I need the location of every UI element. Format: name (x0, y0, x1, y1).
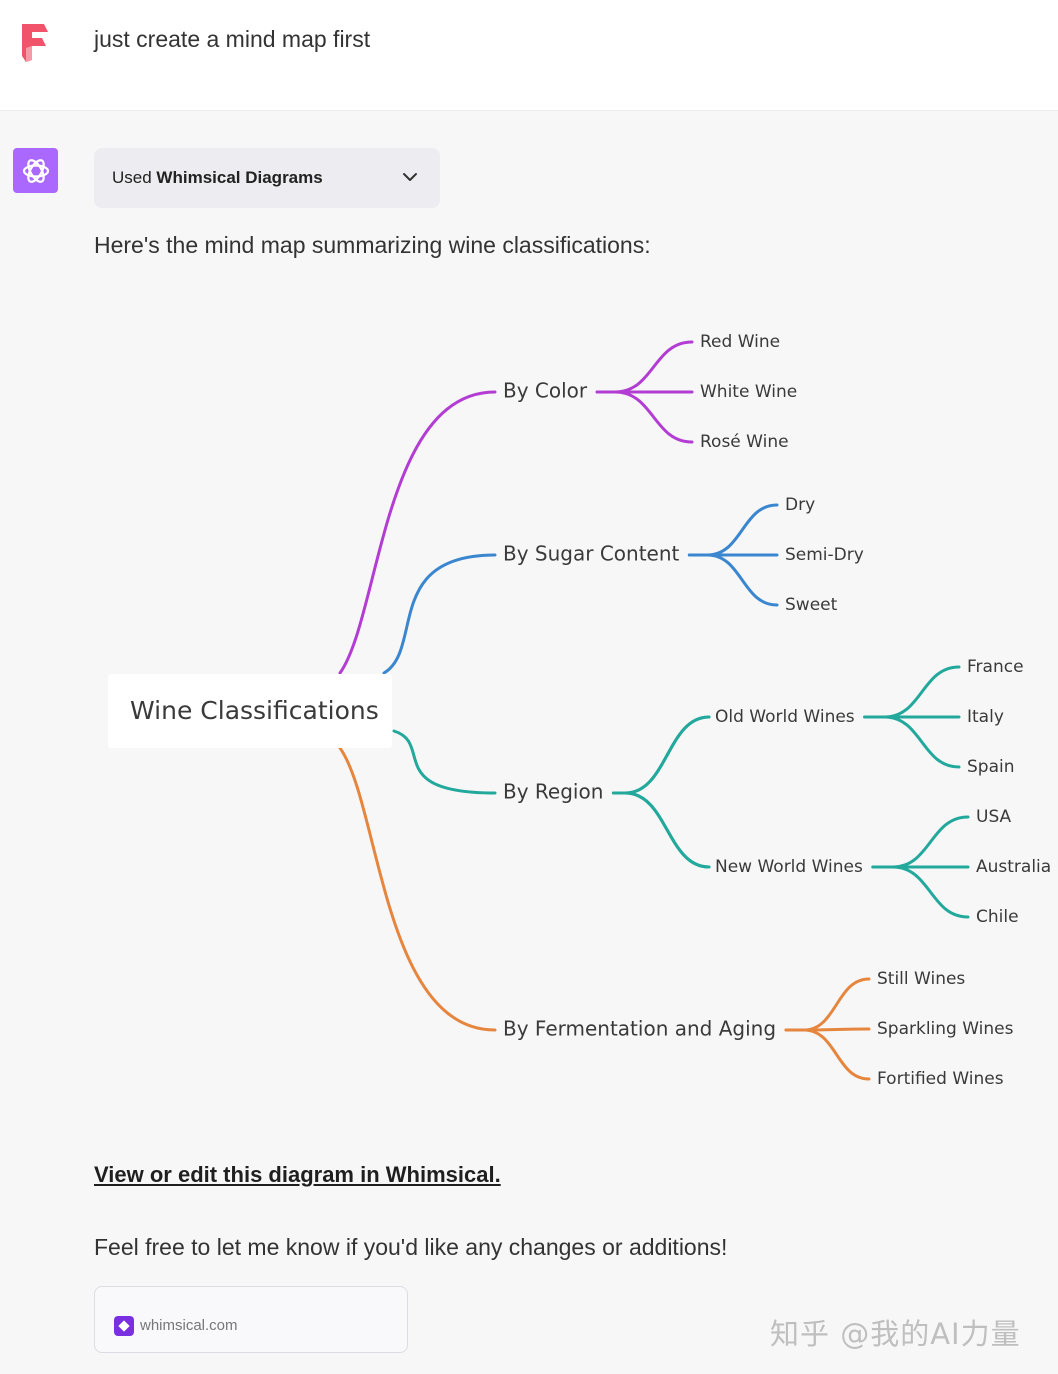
mind-map-link (891, 815, 970, 869)
mind-map-branch: By Color (503, 379, 588, 403)
mind-map-leaf: Semi-Dry (785, 545, 864, 565)
mind-map-branch: By Sugar Content (503, 542, 680, 566)
mind-map-link (883, 665, 961, 719)
mind-map-leaf: Red Wine (700, 332, 780, 352)
mind-map-link (891, 865, 970, 919)
whimsical-favicon-icon (114, 1316, 134, 1336)
mind-map-root: Wine Classifications (130, 696, 379, 725)
tool-usage-label: Used Whimsical Diagrams (112, 168, 323, 187)
mind-map-leaf: Sweet (785, 595, 838, 615)
mind-map-leaf: Italy (967, 707, 1004, 727)
mind-map-link (611, 791, 711, 869)
watermark: 知乎 @我的AI力量 (770, 1317, 1021, 1351)
mind-map-leaf: Spain (967, 757, 1015, 777)
chevron-down-icon (403, 173, 417, 181)
mind-map-leaf: Sparkling Wines (877, 1019, 1014, 1039)
mind-map-link (611, 715, 711, 795)
user-message-text: just create a mind map first (94, 26, 371, 52)
source-domain: whimsical.com (140, 1317, 238, 1334)
mind-map-root-box (108, 674, 392, 748)
view-in-whimsical-link[interactable]: View or edit this diagram in Whimsical. (94, 1162, 501, 1187)
openai-logo-icon (22, 158, 49, 183)
mind-map-diagram: Wine Classifications By Color Red WineWhit… (108, 332, 1051, 1089)
mind-map-link (623, 791, 711, 869)
mind-map-branch: By Region (503, 780, 603, 804)
mind-map-leaf: Chile (976, 907, 1019, 927)
mind-map-link (705, 553, 779, 607)
mind-map-leaf: Fortified Wines (877, 1069, 1004, 1089)
mind-map-link (802, 977, 871, 1032)
user-app-logo-icon (22, 24, 48, 62)
mind-map-link (338, 390, 497, 675)
mind-map-sub-branch: New World Wines (715, 857, 863, 877)
mind-map-link (338, 746, 497, 1032)
mind-map-link (802, 1027, 871, 1032)
mind-map-sub-branch: Old World Wines (715, 707, 855, 727)
mind-map-leaf: France (967, 657, 1024, 677)
mind-map-link (392, 729, 497, 795)
mind-map-link (382, 553, 497, 675)
assistant-outro-text: Feel free to let me know if you'd like a… (94, 1234, 728, 1260)
assistant-intro-text: Here's the mind map summarizing wine cla… (94, 232, 651, 258)
source-card[interactable]: whimsical.com (94, 1286, 408, 1353)
mind-map-link (802, 1028, 871, 1081)
mind-map-leaf: Dry (785, 495, 815, 515)
mind-map-link (883, 715, 961, 769)
user-message-row: just create a mind map first (0, 0, 1058, 111)
tool-usage-toggle[interactable]: Used Whimsical Diagrams (94, 148, 440, 208)
mind-map-link (613, 390, 694, 444)
mind-map-link (613, 340, 694, 394)
mind-map-leaf: Still Wines (877, 969, 965, 989)
mind-map-leaf: Rosé Wine (700, 432, 789, 452)
assistant-avatar (13, 148, 58, 193)
mind-map-leaf: USA (976, 807, 1012, 827)
mind-map-leaf: Australia (976, 857, 1051, 877)
mind-map-link (623, 715, 711, 795)
mind-map-leaf: White Wine (700, 382, 797, 402)
mind-map-branch: By Fermentation and Aging (503, 1017, 776, 1041)
mind-map-link (705, 503, 779, 557)
